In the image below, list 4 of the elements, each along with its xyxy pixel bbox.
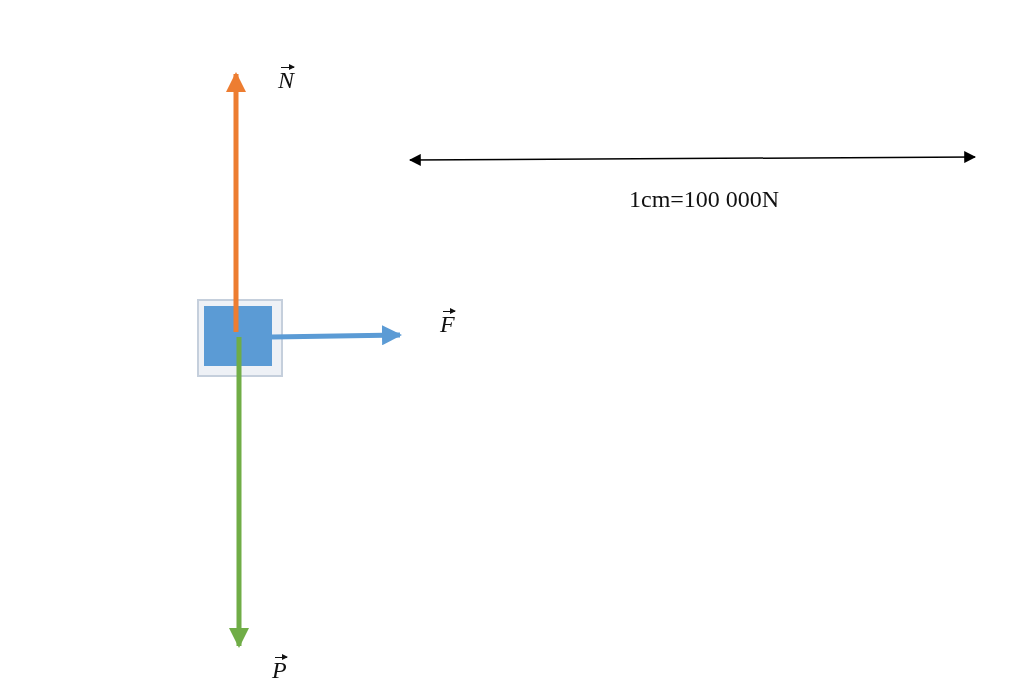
force-label: P: [272, 652, 287, 682]
force-label: N: [278, 62, 294, 92]
scale-label: 1cm=100 000N: [629, 186, 780, 213]
force-label: F: [440, 306, 455, 336]
